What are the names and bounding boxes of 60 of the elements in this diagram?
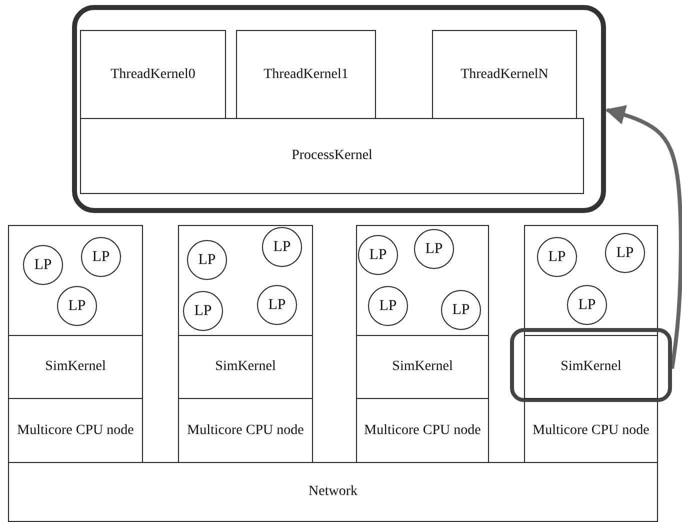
node-label: LP [616, 244, 634, 262]
process-box [8, 462, 658, 522]
lp-circle [368, 286, 408, 326]
lp-area [178, 225, 313, 336]
lp-circle [57, 286, 97, 326]
node-label: LP [273, 238, 291, 256]
lp-circle [183, 291, 223, 331]
node-label: LP [34, 256, 52, 274]
node-label: ThreadKernelN [460, 66, 548, 84]
node-label: LP [68, 296, 86, 316]
node-label: Network [308, 483, 358, 501]
process-box [356, 335, 489, 399]
curved-arrow [605, 105, 682, 369]
process-box [80, 118, 584, 194]
lp-circle [441, 290, 481, 330]
lp-circle [23, 245, 63, 285]
lp-circle [358, 235, 398, 275]
process-box [356, 398, 489, 463]
lp-circle [567, 285, 607, 325]
process-box [432, 30, 577, 119]
node-label: LP [194, 302, 212, 320]
node-label: LP [548, 248, 566, 266]
process-box [8, 335, 143, 399]
node-label: Multicore CPU node [364, 422, 481, 440]
node-label: Multicore CPU node [532, 422, 650, 440]
lp-circle [605, 233, 645, 273]
lp-area [356, 225, 489, 336]
node-label: ThreadKernel1 [264, 66, 348, 84]
process-box [524, 335, 658, 399]
node-label: ThreadKernel0 [110, 66, 196, 84]
lp-area [8, 225, 143, 336]
lp-circle [262, 227, 302, 267]
node-label: LP [92, 248, 110, 266]
node-label: LP [369, 246, 387, 264]
process-box [178, 335, 313, 399]
lp-circle [414, 229, 454, 269]
node-label: LP [379, 296, 397, 316]
lp-circle [537, 237, 577, 277]
node-label: SimKernel [560, 358, 622, 376]
node-label: SimKernel [45, 358, 106, 376]
node-label: LP [198, 250, 216, 270]
process-box [80, 30, 226, 119]
node-label: LP [452, 300, 470, 320]
node-label: Multicore CPU node [187, 422, 304, 440]
node-label: ProcessKernel [292, 147, 372, 165]
node-label: SimKernel [392, 358, 453, 376]
lp-circle [81, 237, 121, 277]
highlight-frame [510, 328, 672, 402]
node-label: SimKernel [215, 358, 276, 376]
group-frame [72, 5, 606, 213]
lp-area [524, 225, 658, 336]
lp-circle [187, 240, 227, 280]
node-label: Multicore CPU node [17, 422, 134, 440]
node-label: LP [578, 296, 596, 314]
node-label: LP [268, 296, 286, 314]
lp-circle [257, 285, 297, 325]
node-label: LP [425, 240, 443, 258]
process-box [236, 30, 376, 119]
process-box [178, 398, 313, 463]
process-box [8, 398, 143, 463]
